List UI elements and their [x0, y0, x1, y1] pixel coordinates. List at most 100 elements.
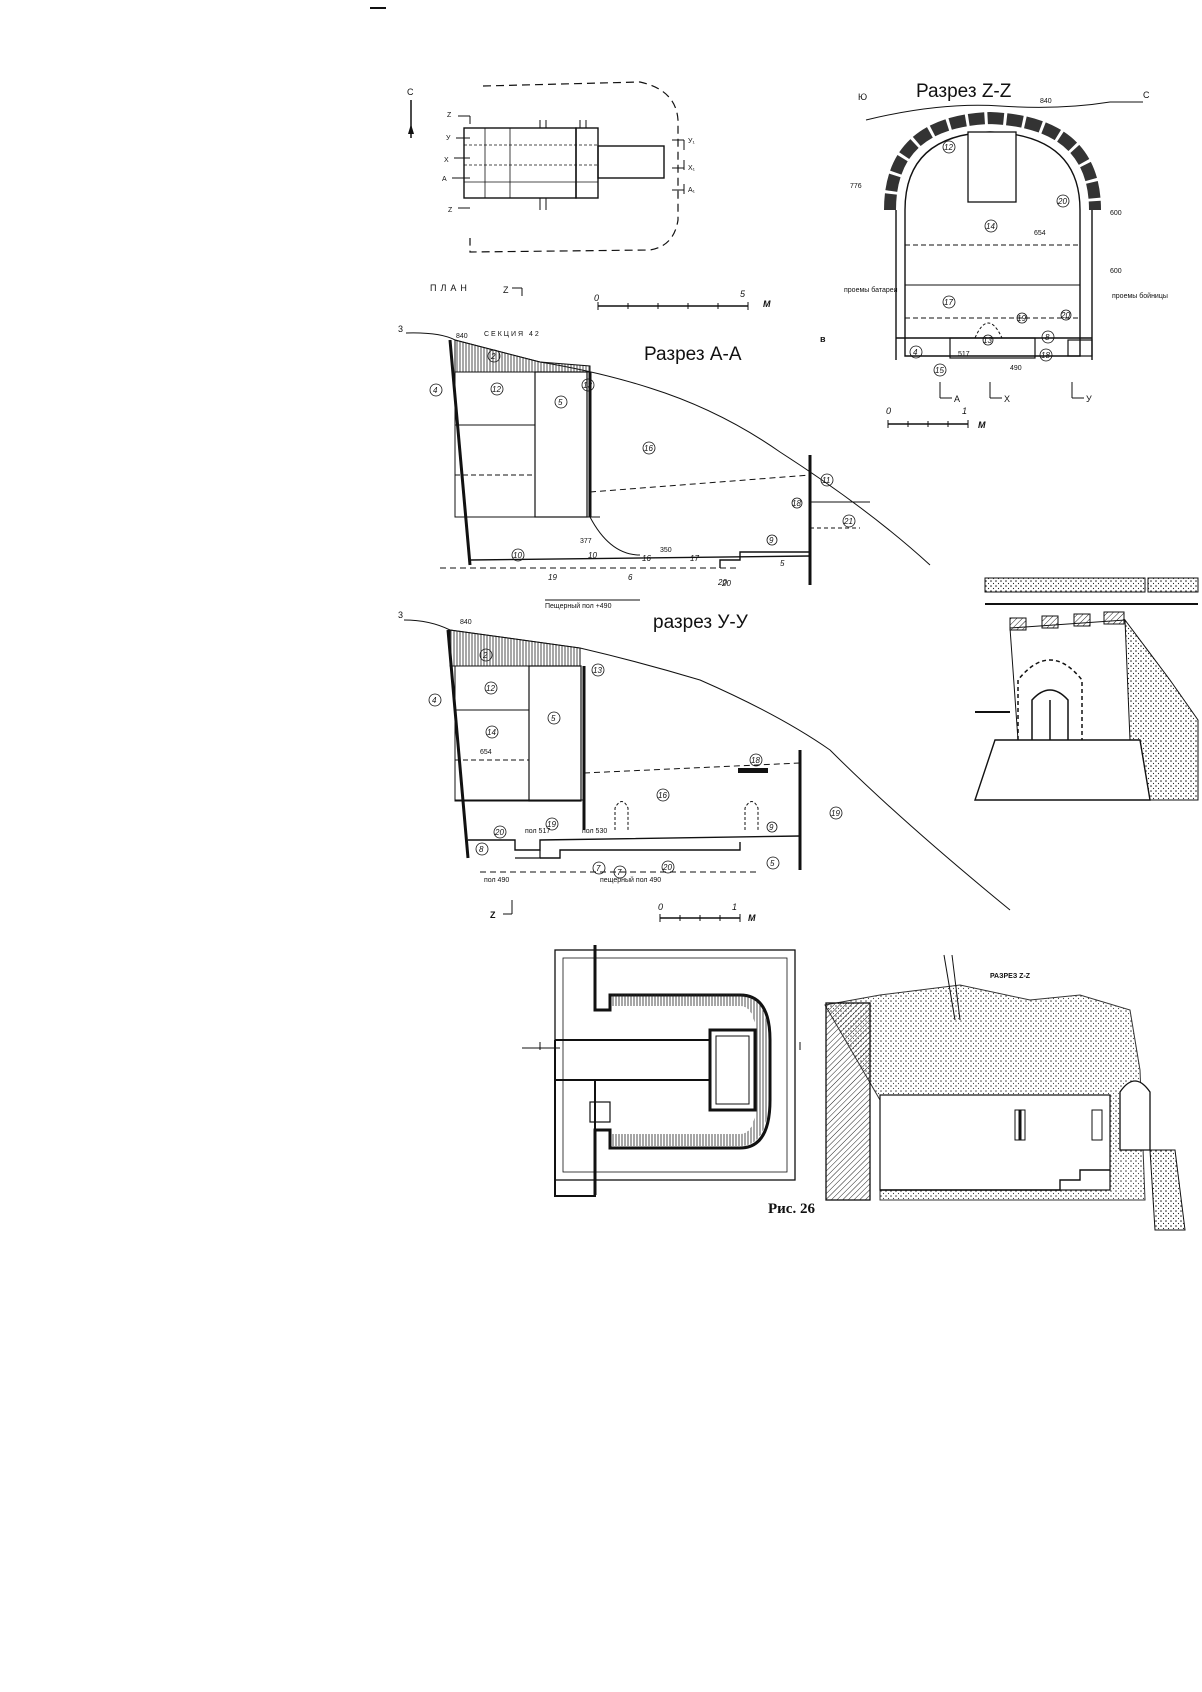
bottom-section: РАЗРЕЗ Z-Z	[824, 954, 1186, 1231]
circle-num: 18	[749, 753, 763, 767]
plan-cut-a1: А₁	[688, 187, 696, 194]
zz-cut-a: А	[954, 394, 960, 404]
aa-num-5: 5	[780, 559, 785, 568]
zz-mark-840: 840	[1040, 98, 1052, 105]
svg-text:12: 12	[944, 143, 953, 152]
svg-text:8: 8	[479, 845, 484, 854]
svg-text:10: 10	[513, 551, 522, 560]
circle-num: 19	[545, 817, 559, 831]
section-aa-start: 3	[398, 324, 403, 334]
circle-num: 16	[642, 441, 656, 455]
plan-scale-unit: М	[763, 299, 771, 309]
aa-num-16: 16	[642, 554, 651, 563]
svg-text:12: 12	[492, 385, 501, 394]
circle-num: 4	[428, 693, 442, 707]
yy-scale-start: 0	[658, 902, 663, 912]
zz-mark-600b: 600	[1110, 268, 1122, 275]
circle-num: 12	[490, 382, 504, 396]
section-zz-north: С	[1143, 90, 1150, 100]
circle-num: 2	[479, 648, 493, 662]
zz-cut-x: Х	[1004, 394, 1010, 404]
yy-cut-z: Z	[490, 910, 496, 920]
zz-scale-start: 0	[886, 406, 891, 416]
circle-num: 5	[554, 395, 568, 409]
circle-num: 13	[581, 378, 595, 392]
yy-mark-530: пол 530	[582, 828, 607, 835]
section-aa-title: Разрез А-А	[644, 344, 742, 365]
circle-num: 8	[1041, 330, 1055, 344]
svg-text:5: 5	[558, 398, 563, 407]
plan-z-ref: Z	[503, 285, 509, 295]
svg-text:11: 11	[822, 476, 830, 485]
zz-mark-517: 517	[958, 351, 970, 358]
yy-mark-654: 654	[480, 749, 492, 756]
svg-text:20: 20	[494, 828, 504, 837]
circle-num: 15	[933, 363, 947, 377]
circle-num: 16	[656, 788, 670, 802]
circle-num: 13	[982, 334, 994, 346]
plan-cut-z: Z	[447, 112, 452, 119]
circle-num: 19	[1016, 312, 1028, 324]
svg-text:19: 19	[547, 820, 556, 829]
circle-num: 17	[942, 295, 956, 309]
circle-num: 11	[820, 473, 834, 487]
zz-scale-end: 1	[962, 406, 967, 416]
bottom-plan	[522, 945, 801, 1197]
section-zz-south: Ю	[858, 92, 867, 102]
svg-text:16: 16	[658, 791, 667, 800]
circle-num: 18	[791, 497, 803, 509]
circle-num: 20	[493, 825, 507, 839]
svg-text:2: 2	[482, 651, 488, 660]
plan-scale-end: 5	[740, 289, 746, 299]
svg-text:18: 18	[792, 499, 801, 508]
svg-text:13: 13	[983, 336, 992, 345]
circle-num: 8	[475, 842, 489, 856]
svg-text:17: 17	[944, 298, 953, 307]
circle-num: 14	[984, 219, 998, 233]
circle-num: 12	[484, 681, 498, 695]
svg-text:4: 4	[913, 348, 918, 357]
svg-text:14: 14	[986, 222, 995, 231]
aa-num-19: 19	[548, 573, 557, 582]
circle-num: 18	[1039, 348, 1053, 362]
svg-text:2: 2	[490, 352, 496, 361]
yy-mark-490: пол 490	[484, 877, 509, 884]
zz-side-left: проемы батареи	[844, 286, 898, 294]
circle-num: 14	[485, 725, 499, 739]
circle-num: 2	[487, 349, 501, 363]
svg-text:19: 19	[1017, 314, 1026, 323]
circle-num: 7	[592, 861, 606, 875]
svg-text:16: 16	[644, 444, 653, 453]
circle-num: 20	[1056, 194, 1070, 208]
svg-text:4: 4	[432, 696, 437, 705]
zz-side-right: проемы бойницы	[1112, 292, 1168, 300]
plan-cut-x1: Х₁	[688, 165, 696, 172]
aa-top-mark: 840	[456, 333, 468, 340]
section-yy-title: разрез У-У	[653, 612, 749, 633]
svg-text:9: 9	[769, 536, 774, 545]
circle-num: 5	[547, 711, 561, 725]
section-aa: Разрез А-А 3 840 СЕКЦИЯ 42 350 377 Пещер…	[398, 324, 931, 610]
svg-text:9: 9	[769, 823, 774, 832]
section-yy-start: 3	[398, 610, 403, 620]
aa-num-20: 20	[721, 579, 731, 588]
circle-num: 4	[429, 383, 443, 397]
circle-num: 7	[613, 865, 627, 879]
aa-num-6: 6	[628, 573, 633, 582]
zz-mark-490: 490	[1010, 365, 1022, 372]
svg-text:20: 20	[1057, 197, 1067, 206]
svg-text:18: 18	[1041, 351, 1050, 360]
tower-perspective	[974, 577, 1199, 801]
circle-num: 9	[766, 821, 778, 833]
svg-text:13: 13	[583, 381, 592, 390]
plan-label: ПЛАН	[430, 283, 471, 293]
plan-cut-a: А	[442, 176, 447, 183]
zz-mark-654: 654	[1034, 230, 1046, 237]
zz-cut-y: У	[1086, 394, 1092, 404]
aa-num-10: 10	[588, 551, 597, 560]
circle-num: 20	[661, 860, 675, 874]
circle-num: 4	[909, 345, 923, 359]
aa-mark-350: 350	[660, 547, 672, 554]
plan-cut-y: У	[446, 135, 451, 142]
